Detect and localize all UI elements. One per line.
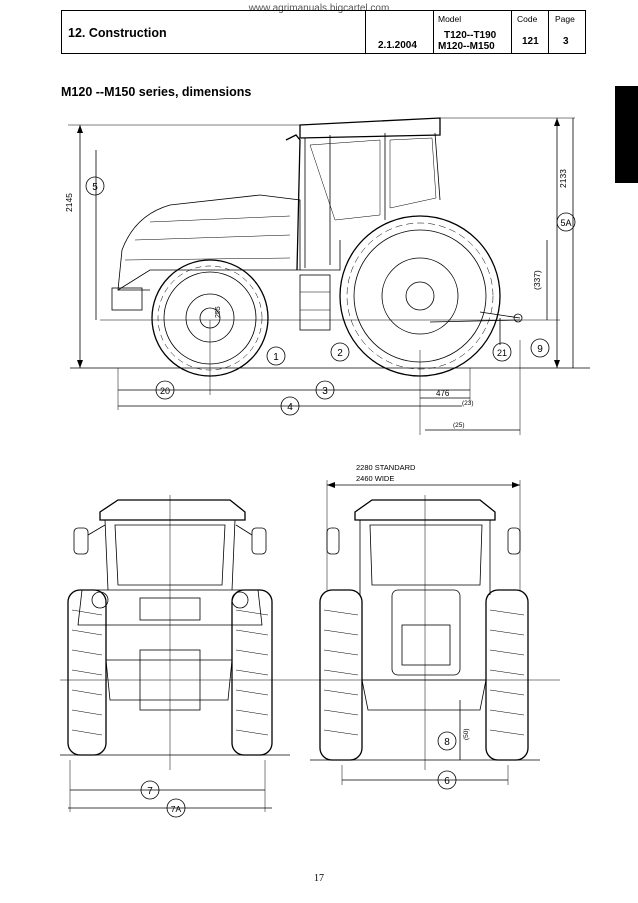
callout-4: 4 [280,396,300,416]
dim-overall-height: 2145 [64,193,74,212]
page-number: 17 [314,873,324,884]
section-title: 12. Construction [68,26,167,40]
svg-text:7: 7 [147,786,153,797]
svg-text:20: 20 [160,386,170,396]
svg-text:5: 5 [92,182,98,193]
callout-9: 9 [530,338,550,358]
width-wide: 2460 WIDE [356,474,394,483]
callout-20: 20 [155,380,175,400]
page-subtitle: M120 --M150 series, dimensions [61,85,252,99]
code-label: Code [517,14,538,24]
model-line2: M120--M150 [438,41,495,52]
svg-text:1: 1 [273,352,279,363]
side-view-drawing: 2145 2133 (337) [64,117,590,435]
front-view-drawing: 7 7A [60,495,300,818]
callout-5: 5 [85,176,105,196]
svg-text:3: 3 [322,386,328,397]
code-cell: Code 121 [511,11,548,53]
callout-5a: 5A [556,212,576,232]
header-box: 12. Construction 2.1.2004 Model T120--T1… [61,10,586,54]
model-line1: T120--T190 [444,30,497,41]
svg-text:6: 6 [444,776,450,787]
dim-wheelbase-ext: (337) [532,270,542,290]
rear-view-drawing: 2280 STANDARD 2460 WIDE (50) 8 [300,463,560,790]
page-label: Page [555,14,575,24]
svg-text:8: 8 [444,737,450,748]
page-cell: Page 3 [548,11,586,53]
callout-8: 8 [437,731,457,751]
dim-rear-a: (23) [462,400,474,407]
callout-1: 1 [266,346,286,366]
callout-2: 2 [330,342,350,362]
code-value: 121 [522,36,539,47]
model-cell: Model T120--T190 M120--M150 [433,11,511,53]
rear-clearance: (50) [463,728,470,740]
callout-3: 3 [315,380,335,400]
svg-text:5A: 5A [560,218,571,228]
dim-rear-b: (25) [453,422,465,429]
date-value: 2.1.2004 [378,40,417,51]
svg-text:7A: 7A [171,804,182,814]
callout-21: 21 [492,342,512,362]
width-standard: 2280 STANDARD [356,463,416,472]
page-value: 3 [563,36,569,47]
callout-7a: 7A [166,798,186,818]
svg-text:4: 4 [287,402,293,413]
chapter-tab [615,86,638,183]
callout-6: 6 [437,770,457,790]
watermark: www.agrimanuals.bigcartel.com [248,3,390,14]
dim-front-axle: 255 [215,306,222,318]
svg-text:2: 2 [337,348,343,359]
callout-7: 7 [140,780,160,800]
model-label: Model [438,14,462,24]
date-cell: 2.1.2004 [365,11,433,53]
dim-rear-offset: 476 [436,389,450,398]
svg-text:9: 9 [537,344,543,355]
svg-text:21: 21 [497,348,507,358]
dim-cab-height: 2133 [558,169,568,188]
